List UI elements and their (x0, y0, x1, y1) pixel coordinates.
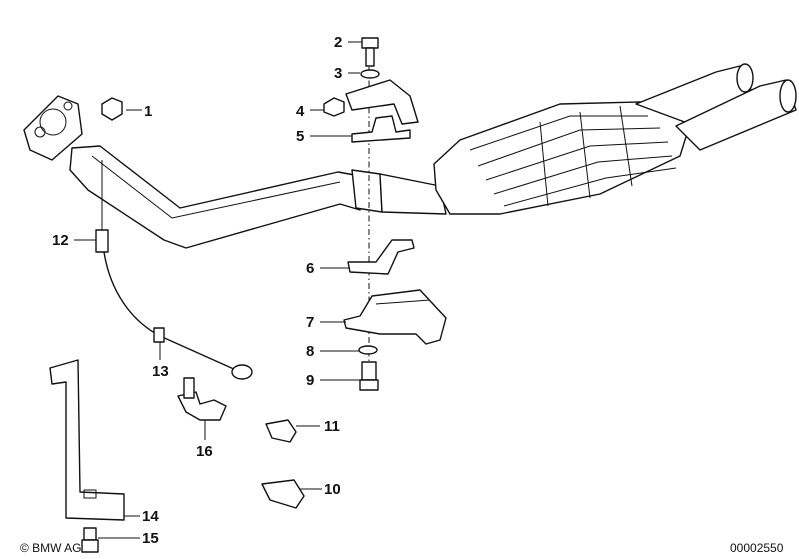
callout-1: 1 (144, 103, 152, 120)
support-bracket (49, 359, 125, 521)
pipe-clamp-upper (351, 115, 411, 143)
callout-7: 7 (306, 314, 314, 331)
washer-lower (358, 345, 378, 355)
callout-2: 2 (334, 34, 342, 51)
callout-13: 13 (152, 363, 169, 380)
callout-10: 10 (324, 481, 341, 498)
oxygen-sensor (95, 160, 109, 253)
hex-bolt-top (361, 37, 379, 67)
callout-numbers: 1 2 3 4 5 6 7 8 9 10 11 12 13 14 15 16 (52, 34, 342, 547)
cable-plug (231, 364, 253, 380)
clip-large (261, 479, 305, 509)
heat-shield-bracket (343, 289, 447, 345)
callout-11: 11 (324, 418, 340, 435)
callout-4: 4 (296, 103, 305, 120)
bolt-bracket (81, 527, 99, 553)
cable-grommet (153, 327, 165, 343)
drawing-number: 00002550 (730, 541, 784, 555)
sensor-cable (103, 251, 237, 371)
front-exhaust-pipe (23, 95, 447, 249)
leader-lines (74, 41, 362, 539)
callout-9: 9 (306, 372, 314, 389)
cable-holder (177, 377, 227, 421)
callout-14: 14 (142, 508, 159, 525)
cap-nut (101, 97, 123, 121)
mounting-bracket-upper (345, 79, 419, 125)
clip-small (265, 419, 297, 443)
callout-5: 5 (296, 128, 304, 145)
hex-bolt-bottom (359, 361, 379, 391)
nut (323, 97, 345, 117)
callout-16: 16 (196, 443, 213, 460)
washer-top (360, 69, 380, 79)
callout-15: 15 (142, 530, 159, 547)
catalytic-converter (433, 63, 797, 215)
callout-6: 6 (306, 260, 314, 277)
callout-8: 8 (306, 343, 314, 360)
pipe-clamp-lower (347, 239, 415, 275)
copyright-text: © BMW AG (20, 541, 82, 555)
callout-12: 12 (52, 232, 69, 249)
callout-3: 3 (334, 65, 342, 82)
